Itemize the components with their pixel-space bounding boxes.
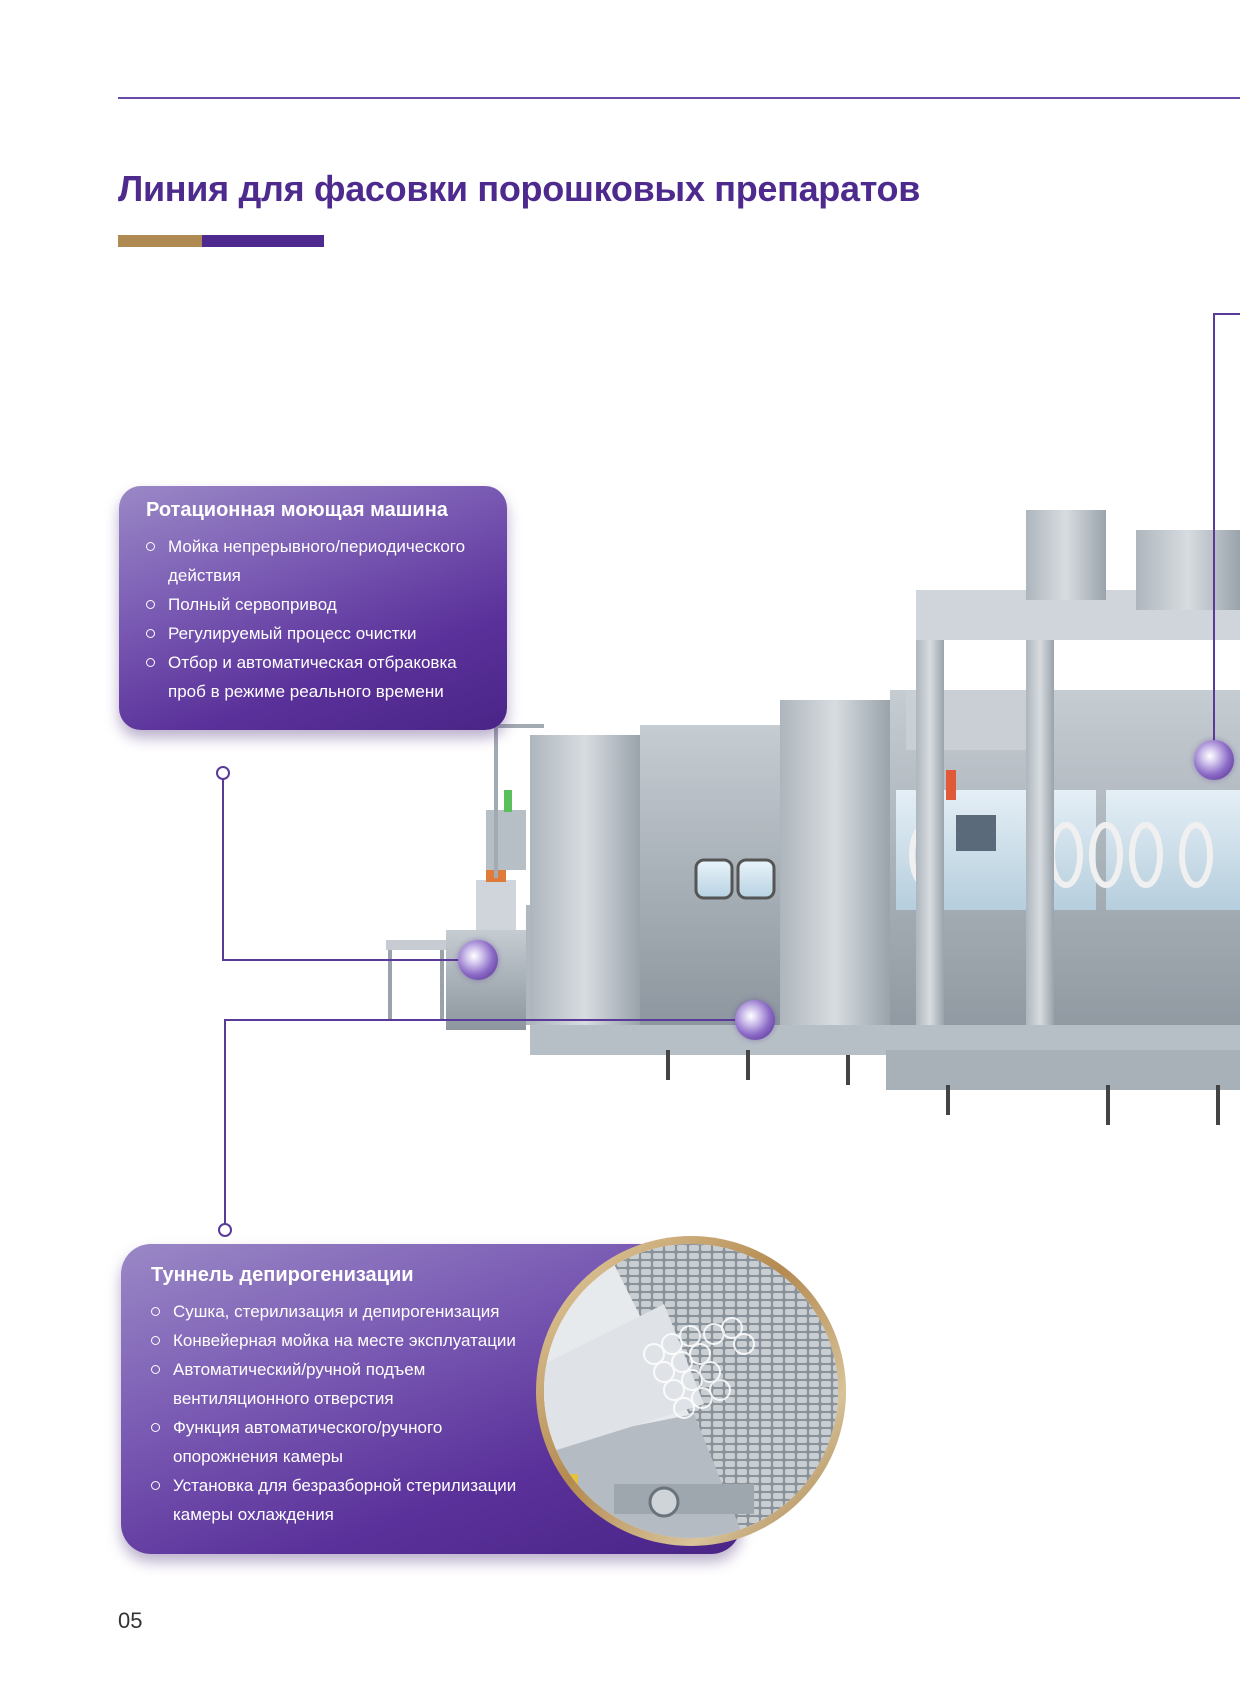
hotspot-tunnel[interactable] xyxy=(735,1000,775,1040)
list-item: Сушка, стерилизация и депирогенизация xyxy=(151,1297,543,1326)
title-accent-gold xyxy=(118,235,202,247)
page-title: Линия для фасовки порошковых препаратов xyxy=(118,168,921,209)
header-rule xyxy=(118,97,1240,99)
washer-card-title: Ротационная моющая машина xyxy=(146,499,448,521)
list-item: Полный сервопривод xyxy=(146,590,485,619)
list-item: Конвейерная мойка на месте эксплуатации xyxy=(151,1326,543,1355)
tunnel-detail-photo xyxy=(544,1244,838,1538)
hotspot-filler[interactable] xyxy=(1194,740,1234,780)
washer-info-card: Ротационная моющая машина Мойка непрерыв… xyxy=(119,486,507,730)
title-accent-purple xyxy=(202,235,324,247)
list-item: Отбор и автоматическая отбраковка проб в… xyxy=(146,648,485,706)
list-item: Мойка непрерывного/периодического действ… xyxy=(146,532,485,590)
list-item: Функция автоматического/ручного опорожне… xyxy=(151,1413,543,1471)
tunnel-card-title: Туннель депирогенизации xyxy=(151,1264,414,1286)
list-item: Автоматический/ручной подъем вентиляцион… xyxy=(151,1355,543,1413)
title-accent-bar xyxy=(118,235,324,247)
tunnel-feature-list: Сушка, стерилизация и депирогенизация Ко… xyxy=(151,1297,741,1529)
tunnel-detail-image xyxy=(536,1236,846,1546)
washer-feature-list: Мойка непрерывного/периодического действ… xyxy=(146,532,485,706)
machine-line-image xyxy=(386,510,1240,1125)
list-item: Регулируемый процесс очистки xyxy=(146,619,485,648)
hotspot-washer[interactable] xyxy=(458,940,498,980)
list-item: Установка для безразборной стерилизации … xyxy=(151,1471,543,1529)
page-number: 05 xyxy=(118,1608,143,1633)
